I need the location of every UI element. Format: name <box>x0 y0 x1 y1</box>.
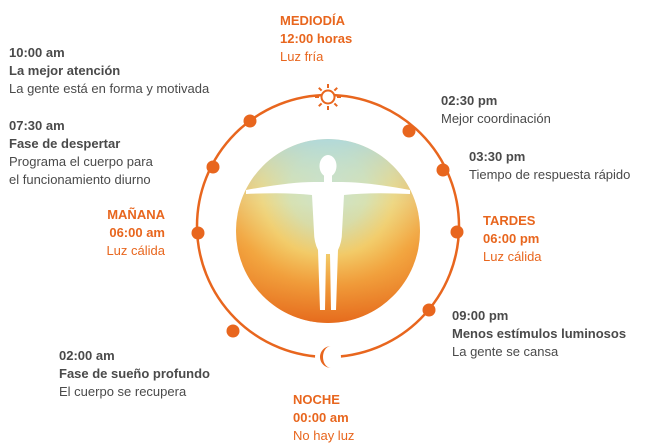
afternoon-desc: Luz cálida <box>483 249 542 264</box>
title-0730am: Fase de despertar <box>9 136 121 151</box>
desc1-0730am: Programa el cuerpo para <box>9 154 153 169</box>
morning-time: 06:00 am <box>109 225 165 240</box>
afternoon-label: TARDES 06:00 pm Luz cálida <box>483 212 542 266</box>
label-1000am: 10:00 am La mejor atención La gente está… <box>9 44 209 98</box>
title-1000am: La mejor atención <box>9 63 121 78</box>
desc2-0730am: el funcionamiento diurno <box>9 172 151 187</box>
label-0900pm: 09:00 pm Menos estímulos luminosos La ge… <box>452 307 626 361</box>
morning-title: MAÑANA <box>107 207 165 222</box>
afternoon-title: TARDES <box>483 213 536 228</box>
sun-icon <box>315 84 341 110</box>
title-0900pm: Menos estímulos luminosos <box>452 326 627 341</box>
noon-label: MEDIODÍA 12:00 horas Luz fría <box>280 12 352 66</box>
marker-0330pm <box>436 163 450 177</box>
title-0200am: Fase de sueño profundo <box>59 366 210 381</box>
crescent-moon-icon <box>315 344 341 370</box>
morning-desc: Luz cálida <box>106 243 165 258</box>
night-title: NOCHE <box>293 392 340 407</box>
desc-1000am: La gente está en forma y motivada <box>9 81 210 96</box>
marker-0600am <box>191 226 205 240</box>
marker-0200am <box>226 324 240 338</box>
time-0330pm: 03:30 pm <box>469 149 526 164</box>
ring-markers <box>191 114 464 338</box>
marker-0900pm <box>422 303 436 317</box>
desc-0900pm: La gente se cansa <box>452 344 559 359</box>
label-0200am: 02:00 am Fase de sueño profundo El cuerp… <box>59 347 210 401</box>
desc-0230pm: Mejor coordinación <box>441 111 551 126</box>
time-1000am: 10:00 am <box>9 45 65 60</box>
night-time: 00:00 am <box>293 410 349 425</box>
night-desc: No hay luz <box>293 428 355 443</box>
marker-0600pm <box>450 225 464 239</box>
time-0730am: 07:30 am <box>9 118 65 133</box>
marker-1000am <box>243 114 257 128</box>
morning-label: MAÑANA 06:00 am Luz cálida <box>106 206 165 260</box>
label-0730am: 07:30 am Fase de despertar Programa el c… <box>9 117 153 189</box>
human-figure <box>246 155 410 310</box>
noon-desc: Luz fría <box>280 49 324 64</box>
label-0230pm: 02:30 pm Mejor coordinación <box>441 92 551 128</box>
marker-0230pm <box>402 124 416 138</box>
marker-0730am <box>206 160 220 174</box>
desc-0200am: El cuerpo se recupera <box>59 384 187 399</box>
time-0230pm: 02:30 pm <box>441 93 498 108</box>
time-0200am: 02:00 am <box>59 348 115 363</box>
time-0900pm: 09:00 pm <box>452 308 509 323</box>
noon-time: 12:00 horas <box>280 31 353 46</box>
noon-title: MEDIODÍA <box>280 13 345 28</box>
label-0330pm: 03:30 pm Tiempo de respuesta rápido <box>469 148 630 184</box>
night-label: NOCHE 00:00 am No hay luz <box>293 391 354 445</box>
desc-0330pm: Tiempo de respuesta rápido <box>469 167 631 182</box>
afternoon-time: 06:00 pm <box>483 231 540 246</box>
